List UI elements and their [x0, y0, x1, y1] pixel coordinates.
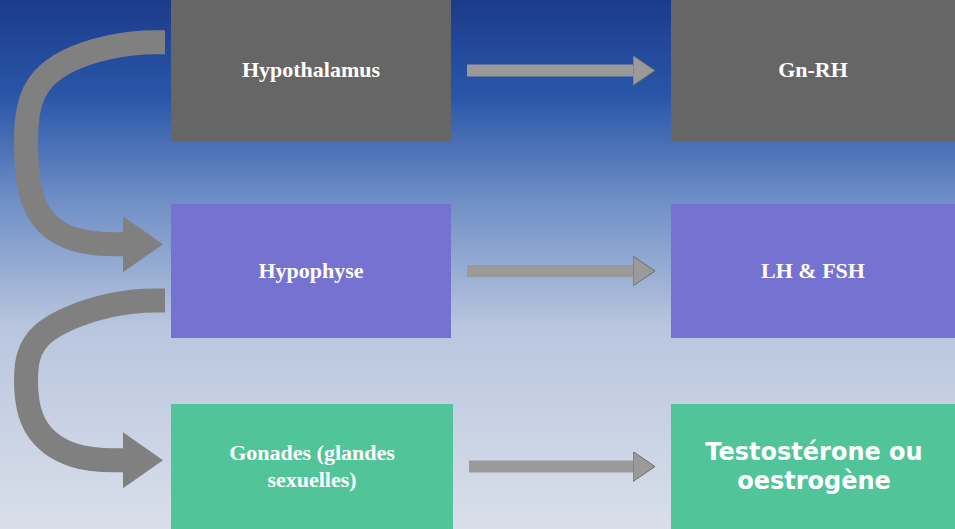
box-label: LH & FSH: [761, 258, 865, 284]
process-box: Gn-RH: [671, 0, 955, 141]
process-box: Testostérone ou oestrogène: [671, 404, 955, 529]
process-box: Hypothalamus: [171, 0, 451, 141]
process-box: LH & FSH: [671, 204, 955, 338]
flow-arrow: [469, 461, 633, 473]
flow-arrow: [26, 42, 165, 244]
process-box: Gonades (glandes sexuelles): [171, 404, 453, 529]
box-label: Hypothalamus: [242, 57, 380, 83]
flow-arrow: [467, 265, 633, 277]
box-label: Gn-RH: [778, 57, 848, 83]
box-label: Testostérone ou oestrogène: [685, 438, 943, 496]
flow-arrow: [467, 65, 633, 77]
flow-arrow: [26, 300, 165, 460]
process-box: Hypophyse: [171, 204, 451, 338]
box-label: Hypophyse: [258, 258, 363, 284]
box-label: Gonades (glandes sexuelles): [185, 440, 439, 493]
